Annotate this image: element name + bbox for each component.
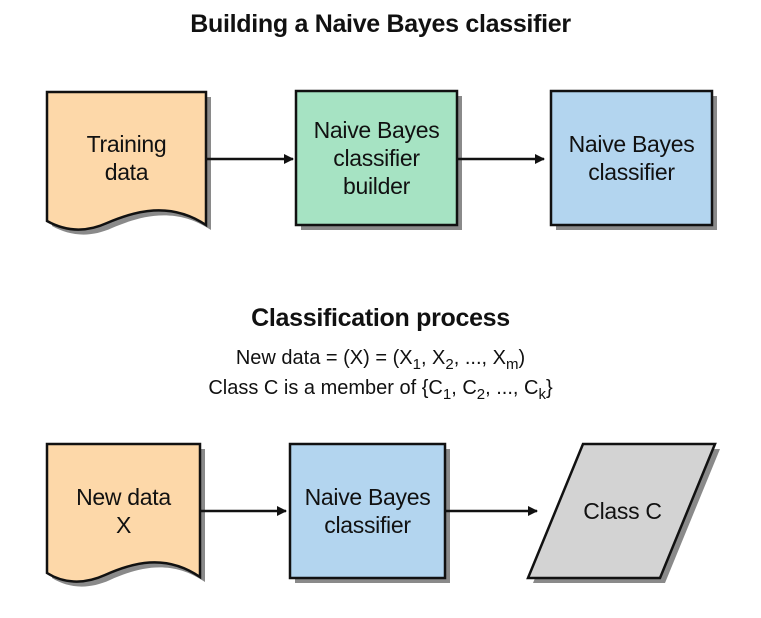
builder-node xyxy=(294,89,462,230)
classify-section-title: Classification process xyxy=(251,304,510,332)
builder-label: Naive Bayes classifier builder xyxy=(313,117,440,199)
classifier-node-bottom xyxy=(288,442,450,583)
training-data-label: Training data xyxy=(86,131,167,185)
classifier-shape-bottom xyxy=(288,442,447,580)
build-section-title: Building a Naive Bayes classifier xyxy=(190,10,571,38)
class-definition: Class C is a member of {C1, C2, ..., Ck} xyxy=(208,377,553,403)
new-data-shape xyxy=(45,442,202,583)
class-c-label: Class C xyxy=(583,498,662,524)
classifier-label-bottom: Naive Bayes classifier xyxy=(304,484,431,538)
new-data-definition: New data = (X) = (X1, X2, ..., Xm) xyxy=(235,347,526,373)
classifier-node-top xyxy=(549,89,717,230)
class-c-node xyxy=(526,442,720,583)
training-data-shape xyxy=(45,90,208,231)
classifier-shape-top xyxy=(549,89,714,227)
class-c-shape xyxy=(526,442,717,580)
new-data-node xyxy=(45,442,205,587)
builder-shape xyxy=(294,89,459,227)
classifier-label-top: Naive Bayes classifier xyxy=(568,131,695,185)
training-data-node xyxy=(45,90,211,235)
new-data-label: New data X xyxy=(76,484,171,538)
